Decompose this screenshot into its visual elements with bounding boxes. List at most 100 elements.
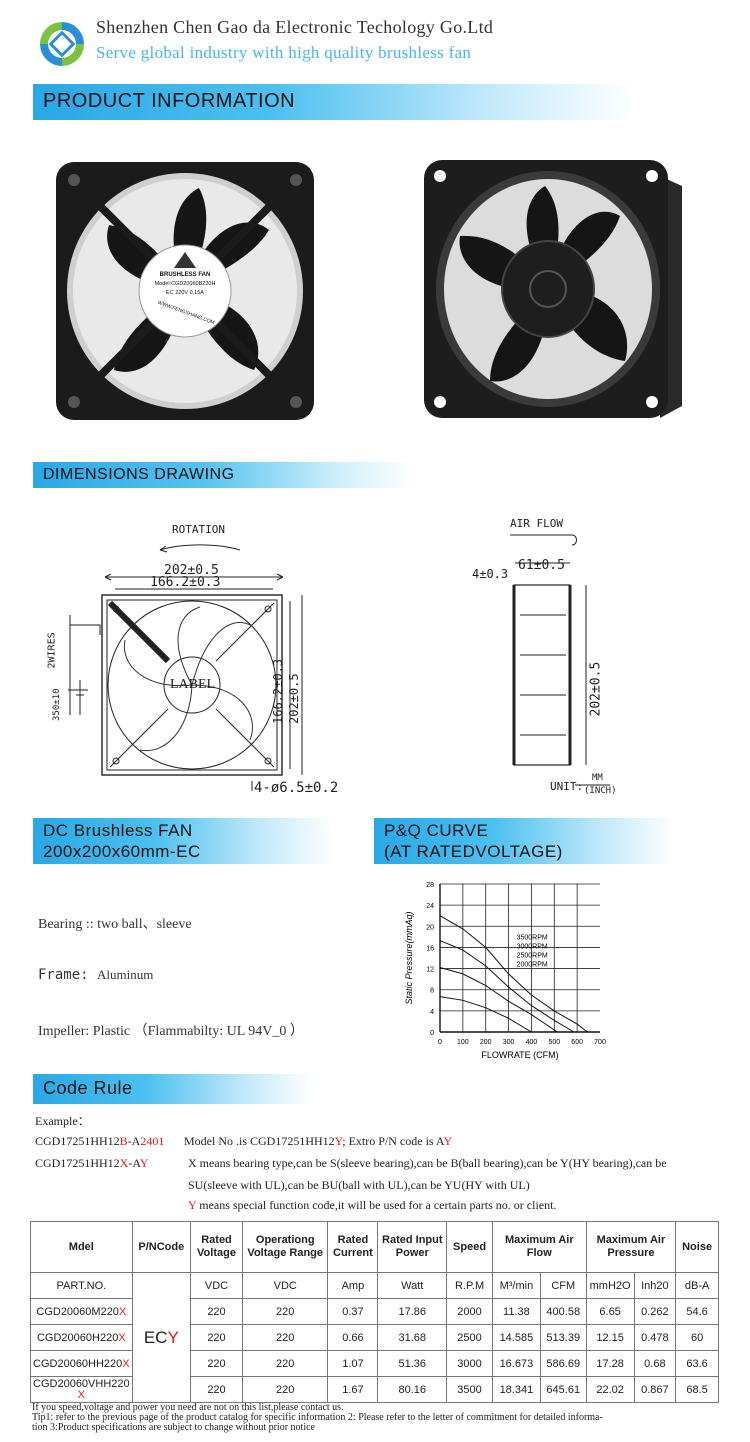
unit-mmh2o: mmH2O bbox=[585, 1272, 635, 1299]
th-model: Mdel bbox=[30, 1221, 133, 1273]
example2-model: CGD17251HH12X-AY bbox=[35, 1156, 149, 1171]
noise: 63.6 bbox=[675, 1350, 719, 1377]
unit-mm: MM bbox=[592, 773, 603, 783]
dim-height-inner: 166.2±0.3 bbox=[271, 658, 285, 724]
chart-ytick-label: 20 bbox=[426, 924, 434, 931]
pq-curve-banner: P&Q CURVE (AT RATEDVOLTAGE) bbox=[374, 818, 674, 864]
ex2-model-b: X bbox=[119, 1156, 129, 1170]
code-rule-banner: Code Rule bbox=[33, 1074, 313, 1104]
unit-label: UNIT: bbox=[550, 780, 584, 793]
flow-m3: 14.585 bbox=[491, 1324, 541, 1351]
flow-cfm: 400.58 bbox=[539, 1298, 587, 1325]
pn-code-cell: ECY bbox=[131, 1272, 191, 1403]
dim-width-outer: 202±0.5 bbox=[164, 563, 219, 578]
pressure-inh2o: 0.478 bbox=[633, 1324, 677, 1351]
footer-line2: Tip1: refer to the previous page of the … bbox=[32, 1412, 603, 1423]
part-no: CGD20060HH220X bbox=[30, 1350, 133, 1377]
ex1-text-b: Y bbox=[334, 1134, 343, 1148]
rated-current: 0.66 bbox=[327, 1324, 379, 1351]
example1-model: CGD17251HH12B-A2401 bbox=[35, 1134, 164, 1149]
wires-label: 2WIRES bbox=[46, 632, 58, 669]
chart-ytick-label: 24 bbox=[426, 903, 434, 910]
chart-xtick-label: 200 bbox=[480, 1039, 492, 1046]
table-row: CGD20060H220X 220 220 0.66 31.68 2500 14… bbox=[30, 1324, 719, 1351]
company-logo bbox=[36, 18, 88, 70]
unit-pow: Watt bbox=[377, 1272, 448, 1299]
th-rated-voltage: Rated Voltage bbox=[189, 1221, 244, 1273]
input-power: 31.68 bbox=[377, 1324, 448, 1351]
chart-ytick-label: 28 bbox=[426, 882, 434, 889]
mount-holes-label: 4-ø6.5±0.2 bbox=[254, 780, 339, 796]
label-placeholder: LABEL bbox=[170, 677, 216, 692]
flow-m3: 11.38 bbox=[491, 1298, 541, 1325]
unit-rpm: R.P.M bbox=[446, 1272, 493, 1299]
chart-series-line bbox=[439, 915, 588, 1033]
spec-frame: Frame: Aluminum bbox=[38, 967, 153, 984]
footer-line3: tion 3:Product specifications are subjec… bbox=[32, 1422, 315, 1433]
y-rule-a: Y bbox=[188, 1198, 197, 1212]
spec-frame-value: Aluminum bbox=[97, 967, 154, 982]
noise: 60 bbox=[675, 1324, 719, 1351]
y-rule-b: means special function code,it will be u… bbox=[196, 1198, 557, 1212]
unit-inh2o: Inh20 bbox=[633, 1272, 677, 1299]
chart-xtick-label: 500 bbox=[548, 1039, 560, 1046]
unit-m3: M³/min bbox=[491, 1272, 541, 1299]
fan-photo-angled bbox=[420, 156, 690, 426]
fan-label-line3: EC 220V 0.15A bbox=[166, 290, 204, 296]
chart-xtick-label: 100 bbox=[457, 1039, 469, 1046]
pressure-mmh2o: 12.15 bbox=[585, 1324, 635, 1351]
chart-xtick-label: 300 bbox=[503, 1039, 515, 1046]
chart-xtick-label: 600 bbox=[571, 1039, 583, 1046]
rated-voltage: 220 bbox=[189, 1298, 244, 1325]
unit-cfm: CFM bbox=[539, 1272, 587, 1299]
chart-series-label: 3000RPM bbox=[517, 944, 548, 951]
th-noise: Noise bbox=[675, 1221, 719, 1273]
ex1-model-c: -A bbox=[127, 1134, 141, 1148]
speed: 3500 bbox=[446, 1376, 493, 1403]
front-view-drawing: ROTATION 202±0.5 166.2±0.3 2WIRES 350±10… bbox=[40, 515, 360, 805]
unit-inch: (INCH) bbox=[584, 786, 617, 796]
product-info-banner: PRODUCT INFORMATION bbox=[33, 84, 633, 120]
x-rule-line2: SU(sleeve with UL),can be BU(ball with U… bbox=[188, 1178, 530, 1192]
ex2-model-c: -A bbox=[128, 1156, 140, 1170]
chart-xtick-label: 0 bbox=[438, 1039, 442, 1046]
ex1-model-a: CGD17251HH12 bbox=[35, 1134, 120, 1148]
fan-photo-front: BRUSHLESS FAN Model:CGD20060B220H EC 220… bbox=[54, 160, 316, 422]
chart-ytick-label: 12 bbox=[426, 967, 434, 974]
input-power: 80.16 bbox=[377, 1376, 448, 1403]
chart-ytick-label: 16 bbox=[426, 945, 434, 952]
th-rated-current: Rated Current bbox=[327, 1221, 379, 1273]
flow-cfm: 586.69 bbox=[539, 1350, 587, 1377]
th-voltage-range: Operationg Voltage Range bbox=[242, 1221, 329, 1273]
speed: 3000 bbox=[446, 1350, 493, 1377]
code-rule-title: Code Rule bbox=[43, 1078, 133, 1098]
flow-cfm: 513.39 bbox=[539, 1324, 587, 1351]
table-header-row: Mdel P/NCode Rated Voltage Operationg Vo… bbox=[30, 1221, 719, 1273]
x-rule-line1: X means bearing type,can be S(sleeve bea… bbox=[188, 1156, 667, 1170]
fan-spec-title-2: 200x200x60mm-EC bbox=[43, 842, 201, 861]
table-units-row: PART.NO. ECY VDC VDC Amp Watt R.P.M M³/m… bbox=[30, 1272, 719, 1403]
noise: 68.5 bbox=[675, 1376, 719, 1403]
speed: 2000 bbox=[446, 1298, 493, 1325]
th-air-flow: Maximum Air Flow bbox=[491, 1221, 587, 1273]
chart-xlabel: FLOWRATE (CFM) bbox=[481, 1050, 558, 1060]
pn-code-a: EC bbox=[143, 1327, 168, 1347]
dimensions-banner: DIMENSIONS DRAWING bbox=[33, 462, 413, 488]
voltage-range: 220 bbox=[242, 1298, 329, 1325]
ex2-model-a: CGD17251HH12 bbox=[35, 1156, 120, 1170]
fan-spec-banner: DC Brushless FAN 200x200x60mm-EC bbox=[33, 818, 333, 864]
pressure-mmh2o: 6.65 bbox=[585, 1298, 635, 1325]
company-slogan: Serve global industry with high quality … bbox=[96, 43, 472, 62]
chart-ytick-label: 8 bbox=[430, 988, 434, 995]
unit-range: VDC bbox=[242, 1272, 329, 1299]
flow-m3: 16.673 bbox=[491, 1350, 541, 1377]
dim-flange: 4±0.3 bbox=[472, 567, 509, 581]
part-no: CGD20060H220X bbox=[30, 1324, 133, 1351]
example-label: Example： bbox=[35, 1114, 90, 1128]
ex1-model-d: 2401 bbox=[140, 1134, 165, 1148]
pressure-mmh2o: 17.28 bbox=[585, 1350, 635, 1377]
chart-series-line bbox=[439, 940, 575, 1033]
th-air-pressure: Maximum Air Pressure bbox=[585, 1221, 677, 1273]
th-pncode: P/NCode bbox=[131, 1221, 191, 1273]
